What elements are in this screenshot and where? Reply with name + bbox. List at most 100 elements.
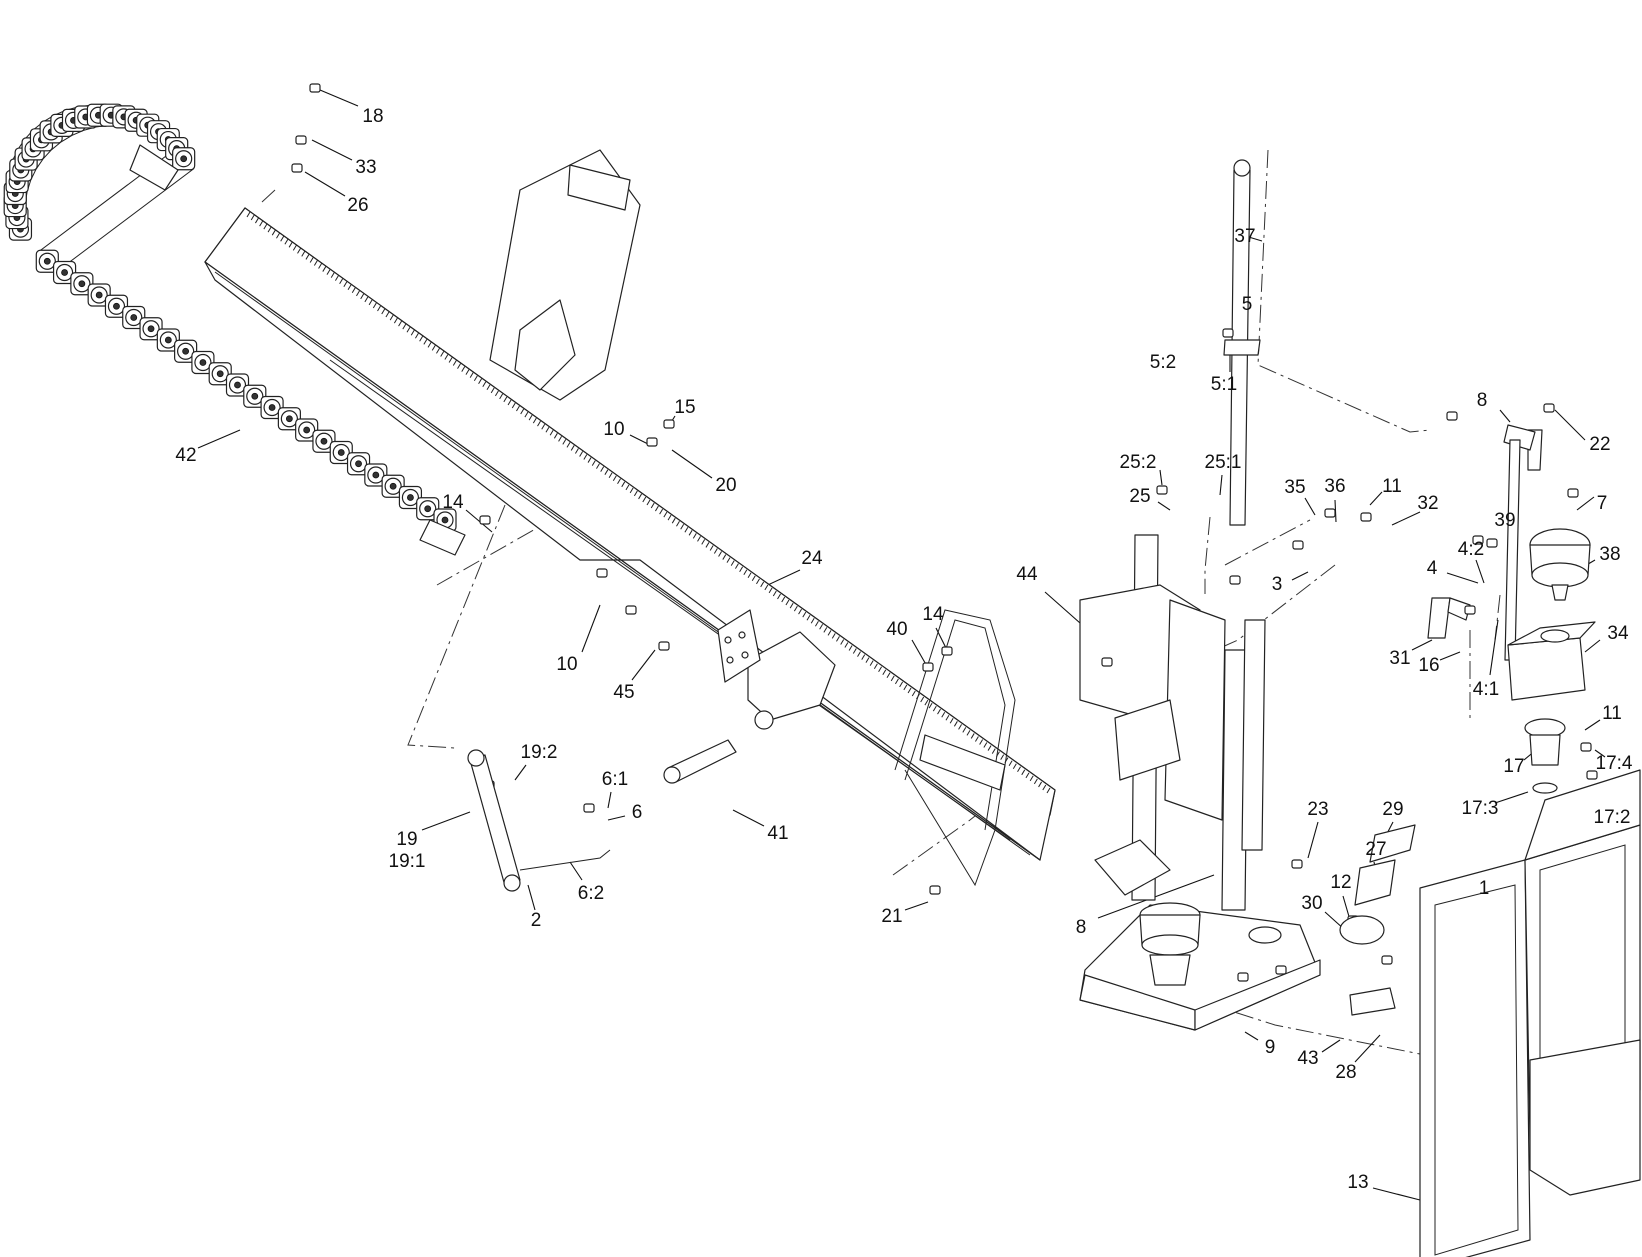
alignment-line [892,815,976,876]
chain-link-pin [355,460,362,468]
washer-part [1360,512,1372,522]
callout-label: 4:1 [1473,679,1499,700]
callout-label: 5:1 [1211,374,1237,395]
chain-link-pin [147,325,155,333]
vertical-frame-plate [1164,599,1226,821]
chain-end-bracket [129,144,179,191]
side-plate-hole [724,636,732,644]
dowel-pin-part [658,641,670,651]
callout-label: 1 [1479,878,1490,899]
chain-link-pin [61,269,68,276]
dowel-part [1586,770,1598,780]
cap-screw-part [1567,488,1579,498]
hydraulic-motor-shaft [1551,584,1569,601]
bolt-part [1464,605,1476,615]
fitting-part [1156,485,1168,495]
bumper-block [747,631,836,721]
chain-link-pin [251,392,259,400]
callout-leader [1584,639,1601,653]
spacer-part [646,437,658,447]
callout-label: 6:1 [602,769,628,790]
gear-housing-port [1540,629,1570,643]
callout-label: 17:2 [1594,807,1631,828]
chain-link-pin [78,280,86,288]
callout-label: 10 [556,654,577,675]
chain-link-pin [320,437,328,445]
callout-label: 10 [603,419,624,440]
callout-leader [1307,821,1319,859]
callout-leader [569,861,583,881]
callout-leader [1494,791,1529,804]
callout-leader [1354,1034,1381,1063]
cap-screw-part [1580,742,1592,752]
chain-link-pin [130,314,138,321]
screw-part [1237,972,1249,982]
callout-leader [197,429,241,449]
callout-label: 42 [175,445,196,466]
callout-label: 22 [1589,434,1610,455]
plug-part [929,885,941,895]
chain-link-pin [268,404,276,411]
alignment-line [1204,516,1211,594]
callout-label: 31 [1389,648,1410,669]
callout-leader [1097,874,1215,919]
callout-label: 8 [1076,917,1087,938]
callout-label: 18 [362,106,383,127]
callout-label: 25:1 [1205,452,1242,473]
alignment-line [1257,149,1431,433]
lock-pin-part [922,662,934,672]
callout-label: 39 [1494,510,1515,531]
callout-label: 6:2 [578,883,604,904]
clip-part [1292,540,1304,550]
nut-part [596,568,608,578]
callout-label: 29 [1382,799,1403,820]
pin-part [1543,403,1555,413]
link-arm-body [469,754,521,887]
callout-leader [904,901,929,911]
callout-label: 33 [355,157,376,178]
callout-label: 24 [801,548,823,569]
callout-label: 3 [1272,574,1283,595]
callout-leader [1584,719,1601,731]
callout-label: 12 [1330,872,1351,893]
side-plate-hole [726,656,734,664]
gear-housing [1507,637,1586,701]
callout-leader [465,509,493,533]
callout-leader [1369,491,1383,506]
callout-leader [1291,571,1309,581]
callout-label: 8 [1477,390,1488,411]
callout-leader [1157,501,1171,511]
callout-leader [1391,511,1421,526]
callout-label: 25 [1129,486,1150,507]
callout-leader [631,649,656,681]
callout-label: 11 [1602,703,1622,724]
callout-label: 40 [886,619,907,640]
callout-label: 16 [1418,655,1439,676]
link-arm-bottom-eye [503,874,521,892]
callout-leader [311,139,353,161]
base-motor-shaft [1149,954,1191,986]
callout-leader [671,449,713,479]
callout-leader [1576,496,1595,511]
callout-label: 25:2 [1120,452,1157,473]
alignment-line [407,504,506,749]
alignment-line [261,189,276,203]
callout-label: 20 [715,475,736,496]
callout-leader [1244,1031,1259,1041]
bracket-part [1324,508,1336,518]
base-plate-side [1194,959,1321,1031]
callout-label: 15 [674,397,695,418]
bolt-part [309,83,321,93]
chain-link-pin [164,336,172,344]
bolt-part [663,419,675,429]
callout-label: 17:4 [1596,753,1633,774]
callout-leader [1044,591,1081,624]
callout-label: 11 [1382,476,1402,497]
wear-plate [1349,987,1396,1016]
chain-link-pin [180,155,188,163]
callout-label: 37 [1234,226,1255,247]
callout-label: 19:1 [389,851,426,872]
tower-cap [1233,159,1251,177]
chain-link-pin [389,482,397,490]
callout-label: 6 [632,802,643,823]
